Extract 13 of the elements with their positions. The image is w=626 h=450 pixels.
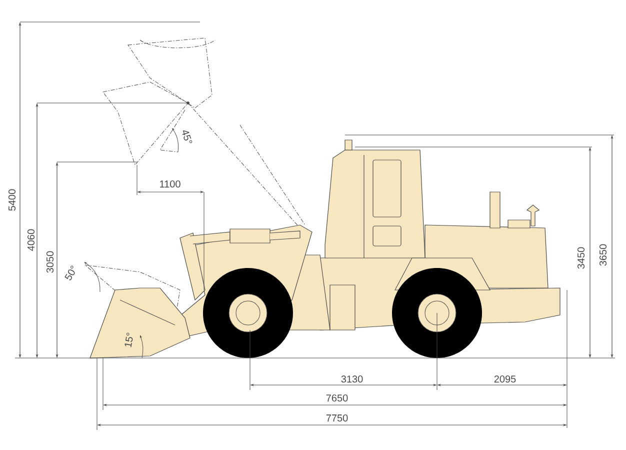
dimension-label: 3650 <box>599 244 607 266</box>
dimension-label: 5400 <box>8 189 16 211</box>
dimension-label: 4060 <box>27 229 35 251</box>
angle-label: 45° <box>182 130 192 144</box>
dimension-label: 3050 <box>46 251 54 273</box>
dimension-label: 3450 <box>577 247 585 269</box>
angle-label: 15° <box>124 332 133 348</box>
dimension-label: 3130 <box>341 375 363 383</box>
angle-label: 50° <box>64 266 75 280</box>
dimension-label: 7750 <box>326 414 348 422</box>
dimension-label: 2095 <box>494 375 516 383</box>
dimension-label: 1100 <box>160 180 180 188</box>
dimension-label: 7650 <box>326 394 348 402</box>
